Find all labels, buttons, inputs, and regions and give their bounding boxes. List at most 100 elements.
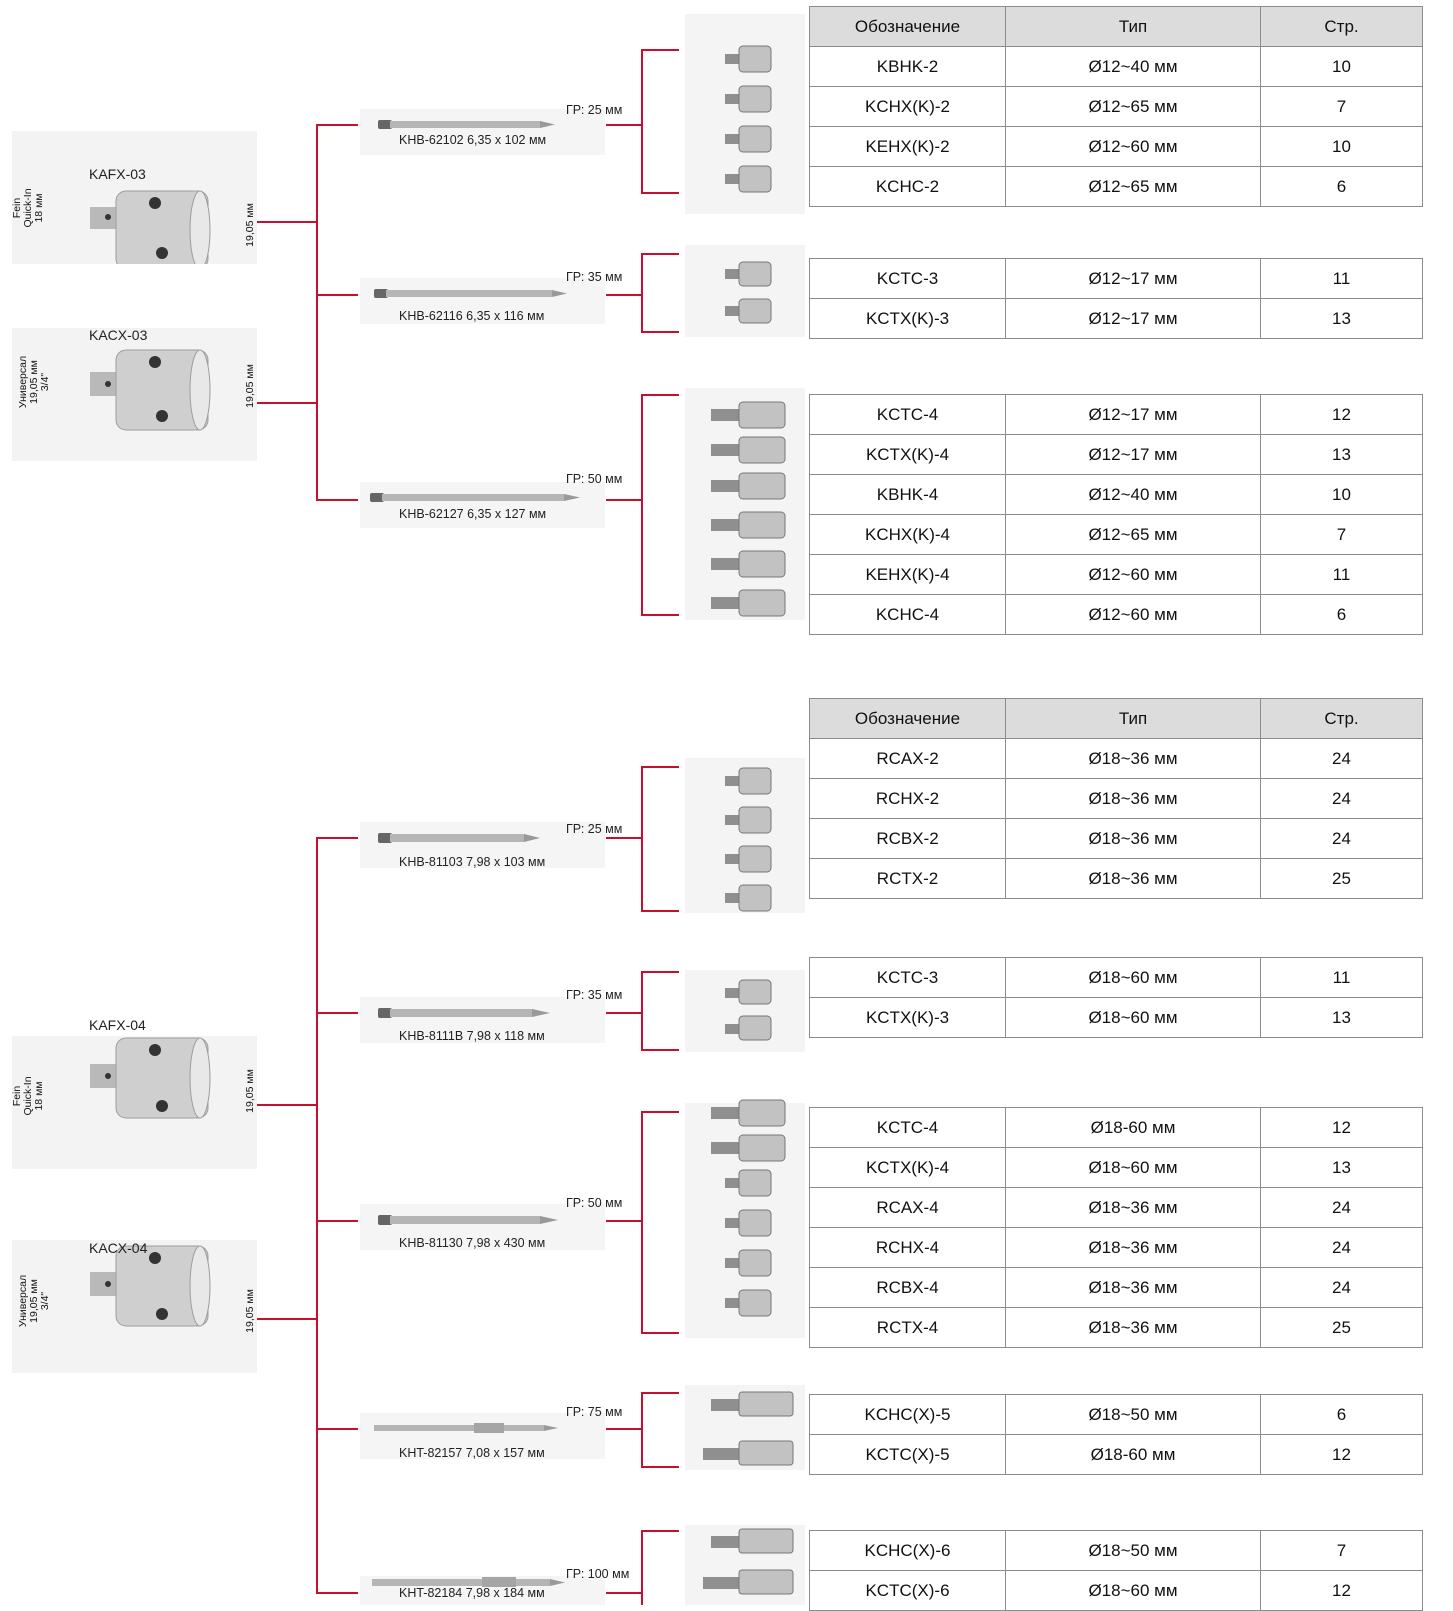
- table-header-row: Обозначение Тип Стр.: [809, 698, 1423, 739]
- cell-type: Ø18~36 мм: [1005, 778, 1261, 819]
- cell-designation: RCHX-4: [809, 1227, 1006, 1268]
- cell-page: 10: [1260, 474, 1423, 515]
- cell-designation: KCHC(X)-5: [809, 1394, 1006, 1435]
- cell-page: 13: [1260, 1147, 1423, 1188]
- cell-page: 11: [1260, 554, 1423, 595]
- cell-designation: KCHC-2: [809, 166, 1006, 207]
- connector-line: [316, 837, 318, 1594]
- connector-line: [641, 49, 643, 194]
- connector-line: [641, 1111, 643, 1334]
- pilot-pin-photo: [360, 278, 605, 324]
- cell-designation: KCTX(K)-3: [809, 997, 1006, 1038]
- adapter-body-icon: [90, 190, 211, 264]
- connector-line: [316, 1012, 358, 1014]
- adapter-bore-label: 19,05 мм: [244, 1069, 256, 1113]
- pilot-pin-icon: [378, 120, 555, 129]
- connector-line: [641, 1049, 679, 1051]
- cell-type: Ø18~60 мм: [1005, 1570, 1261, 1611]
- connector-line: [606, 1220, 642, 1222]
- connector-line: [641, 766, 679, 768]
- cell-designation: KCTC(X)-5: [809, 1434, 1006, 1475]
- connector-line: [606, 124, 642, 126]
- cell-page: 24: [1260, 778, 1423, 819]
- pilot-label: KHB-8111B 7,98 x 118 мм: [399, 1029, 545, 1043]
- connector-line: [641, 1111, 679, 1113]
- adapter-bore-label: 19,05 мм: [244, 364, 256, 408]
- cell-type: Ø12~60 мм: [1005, 554, 1261, 595]
- depth-label: ГР: 75 мм: [566, 1405, 623, 1419]
- depth-label: ГР: 50 мм: [566, 472, 623, 486]
- cell-type: Ø18~36 мм: [1005, 738, 1261, 779]
- cell-type: Ø18-60 мм: [1005, 1107, 1261, 1148]
- connector-line: [641, 253, 679, 255]
- connector-line: [641, 1392, 643, 1468]
- cell-type: Ø12~65 мм: [1005, 166, 1261, 207]
- depth-label: ГР: 35 мм: [566, 270, 623, 284]
- connector-line: [641, 192, 679, 194]
- connector-line: [641, 614, 679, 616]
- adapter-name: KAFX-04: [89, 1017, 146, 1033]
- cell-type: Ø18~36 мм: [1005, 1267, 1261, 1308]
- pilot-label: KHB-62102 6,35 x 102 мм: [399, 133, 547, 147]
- cell-designation: KBHK-2: [809, 46, 1006, 87]
- cell-page: 13: [1260, 298, 1423, 339]
- cell-type: Ø18~60 мм: [1005, 957, 1261, 998]
- pilot-pin-photo: [360, 997, 605, 1043]
- connector-line: [257, 221, 317, 223]
- cell-page: 12: [1260, 1434, 1423, 1475]
- shank-line: 3/4": [39, 372, 51, 392]
- cell-designation: KBHK-4: [809, 474, 1006, 515]
- connector-line: [606, 1592, 642, 1594]
- cell-type: Ø18~36 мм: [1005, 1227, 1261, 1268]
- connector-line: [316, 124, 358, 126]
- cell-type: Ø18~36 мм: [1005, 1307, 1261, 1348]
- adapter-body-icon: [90, 1245, 211, 1327]
- depth-label: ГР: 25 мм: [566, 822, 623, 836]
- connector-line: [641, 1530, 643, 1605]
- cell-designation: KCTX(K)-4: [809, 1147, 1006, 1188]
- connector-line: [257, 402, 317, 404]
- depth-label: ГР: 35 мм: [566, 988, 623, 1002]
- cell-designation: KCTC-4: [809, 394, 1006, 435]
- cell-page: 7: [1260, 86, 1423, 127]
- cell-type: Ø18~60 мм: [1005, 1147, 1261, 1188]
- pilot-label: KHT-82184 7,98 x 184 мм: [399, 1586, 545, 1600]
- connector-line: [316, 499, 358, 501]
- pilot-label: KHB-62127 6,35 x 127 мм: [399, 507, 547, 521]
- cell-page: 12: [1260, 1570, 1423, 1611]
- cutter-icons: [703, 767, 794, 1595]
- connector-line: [641, 331, 679, 333]
- cell-page: 13: [1260, 434, 1423, 475]
- cell-page: 10: [1260, 126, 1423, 167]
- cell-designation: KCTX(K)-3: [809, 298, 1006, 339]
- pilot-label: KHB-81103 7,98 x 103 мм: [399, 855, 546, 869]
- cell-designation: KCHC(X)-6: [809, 1530, 1006, 1571]
- adapter-shank-label: Fein Quick-In 18 мм: [11, 173, 45, 243]
- connector-line: [641, 971, 643, 1051]
- adapter-name: KACX-04: [89, 1240, 148, 1256]
- pilot-pin-photo: [360, 482, 605, 528]
- cell-page: 12: [1260, 1107, 1423, 1148]
- adapter-name: KAFX-03: [89, 166, 146, 182]
- cell-designation: KEHX(K)-2: [809, 126, 1006, 167]
- adapter-kafx-04-photo: [12, 1036, 257, 1169]
- adapter-body-icon: [90, 1037, 211, 1119]
- cell-designation: KCHX(K)-2: [809, 86, 1006, 127]
- cell-type: Ø12~65 мм: [1005, 86, 1261, 127]
- connector-line: [641, 1392, 679, 1394]
- depth-label: ГР: 25 мм: [566, 103, 623, 117]
- cell-page: 24: [1260, 1227, 1423, 1268]
